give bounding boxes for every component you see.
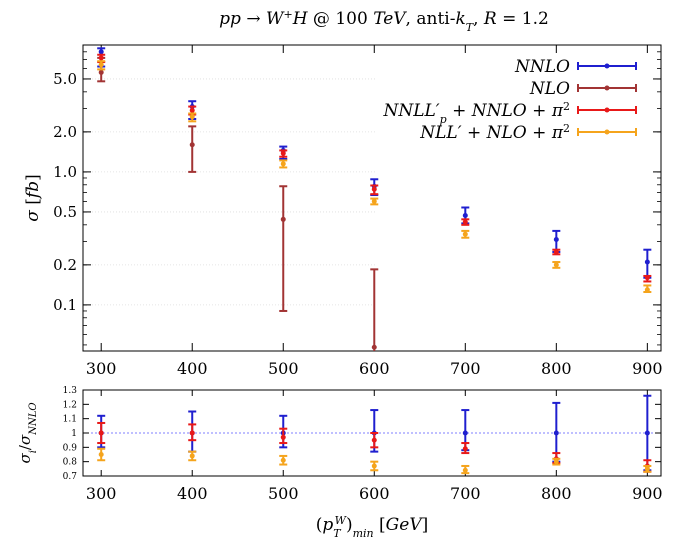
main-point-NNLLp-1 <box>189 107 195 113</box>
main-y-axis-label: σ [fb] <box>23 174 43 221</box>
main-xtick-label-0: 300 <box>86 359 117 378</box>
main-point-NNLLp-0 <box>98 55 104 61</box>
ratio-xtick-label-5: 800 <box>541 484 572 503</box>
main-ytick-label-2: 0.5 <box>53 203 77 221</box>
legend-point-NLO <box>604 85 610 91</box>
ratio-point-NNLO-4 <box>462 430 468 436</box>
legend-point-NNLO <box>604 63 610 69</box>
legend-label-NLO: NLO <box>529 79 570 99</box>
legend-label-NLLp: NLL′ + NLO + π2 <box>419 122 570 144</box>
ratio-point-NLLp-3 <box>371 463 377 469</box>
ratio-ytick-label-6: 1.3 <box>63 386 78 396</box>
ratio-point-NLLp-6 <box>644 466 650 472</box>
main-xtick-label-6: 900 <box>632 359 663 378</box>
main-point-NNLO-6 <box>644 259 650 265</box>
ratio-xtick-label-1: 400 <box>177 484 208 503</box>
main-point-NNLLp-2 <box>280 150 286 156</box>
x-axis-label: (pTW)min [GeV] <box>316 514 428 540</box>
ratio-xtick-label-2: 500 <box>268 484 299 503</box>
main-point-NNLLp-5 <box>553 249 559 255</box>
ratio-point-NNLO-6 <box>644 430 650 436</box>
main-point-NNLO-0 <box>98 49 104 55</box>
main-point-NLO-3 <box>371 344 377 350</box>
ratio-point-NNLLp-0 <box>98 430 104 436</box>
ratio-xtick-label-0: 300 <box>86 484 117 503</box>
main-point-NLLp-1 <box>189 114 195 120</box>
ratio-data-marks <box>97 394 652 475</box>
ratio-ytick-label-5: 1.2 <box>63 400 77 410</box>
main-xtick-label-5: 800 <box>541 359 572 378</box>
ratio-point-NLLp-0 <box>98 452 104 457</box>
ratio-point-NNLLp-4 <box>462 446 468 452</box>
main-y-ticks: 0.1 0.2 0.5 1.0 2.0 5.0 <box>53 44 661 346</box>
ratio-ytick-label-1: 0.8 <box>63 458 78 468</box>
chart-title: pp → W+H @ 100 TeV, anti-kT, R = 1.2 <box>219 8 549 34</box>
ratio-point-NLLp-5 <box>553 459 559 465</box>
main-ytick-label-5: 5.0 <box>53 70 77 88</box>
main-ytick-label-4: 2.0 <box>53 123 77 141</box>
main-point-NNLO-4 <box>462 213 468 219</box>
main-point-NLLp-0 <box>98 62 104 68</box>
ratio-xtick-label-3: 600 <box>359 484 390 503</box>
legend-label-NNLLp: NNLL′p + NNLO + π2 <box>382 100 570 126</box>
main-xtick-label-4: 700 <box>450 359 481 378</box>
main-point-NLLp-3 <box>371 198 377 204</box>
main-plot-frame <box>82 44 662 352</box>
main-ytick-label-3: 1.0 <box>53 163 77 181</box>
main-x-ticks: 300 400 500 600 700 800 900 <box>86 45 663 378</box>
ratio-y-axis-label: σi/σNNLO <box>16 402 39 463</box>
ratio-ytick-label-3: 1 <box>71 429 77 439</box>
legend-point-NNLLp <box>604 107 610 113</box>
main-xtick-label-1: 400 <box>177 359 208 378</box>
ratio-ytick-label-2: 0.9 <box>63 443 78 453</box>
main-point-NNLO-5 <box>553 237 559 243</box>
ratio-y-ticks: 0.7 0.8 0.9 1 1.1 1.2 1.3 <box>63 386 661 482</box>
main-xtick-label-3: 600 <box>359 359 390 378</box>
main-point-NNLLp-3 <box>371 186 377 192</box>
legend-point-NLLp <box>604 129 610 135</box>
main-grid <box>83 78 375 306</box>
ratio-point-NNLLp-1 <box>189 430 195 436</box>
main-point-NLO-1 <box>189 142 195 148</box>
main-data-marks <box>97 47 652 351</box>
ratio-xtick-label-4: 700 <box>450 484 481 503</box>
main-point-NLLp-4 <box>462 231 468 237</box>
ratio-xtick-label-6: 900 <box>632 484 663 503</box>
main-point-NLO-2 <box>280 216 286 222</box>
ratio-ytick-label-4: 1.1 <box>63 415 77 425</box>
main-point-NNLLp-6 <box>644 275 650 281</box>
ratio-point-NNLO-5 <box>553 430 559 436</box>
main-ytick-label-1: 0.2 <box>53 256 77 274</box>
main-point-NNLLp-4 <box>462 219 468 225</box>
ratio-point-NNLLp-2 <box>280 434 286 440</box>
main-ytick-label-0: 0.1 <box>53 296 77 314</box>
ratio-point-NLLp-4 <box>462 467 468 473</box>
ratio-point-NLLp-1 <box>189 453 195 459</box>
ratio-point-NNLLp-3 <box>371 437 377 443</box>
main-point-NLLp-6 <box>644 287 650 293</box>
main-point-NLLp-5 <box>553 262 559 268</box>
ratio-ytick-label-0: 0.7 <box>63 472 78 482</box>
main-point-NLO-0 <box>98 69 104 75</box>
main-point-NLLp-2 <box>280 161 286 167</box>
ratio-point-NLLp-2 <box>280 457 286 463</box>
main-xtick-label-2: 500 <box>268 359 299 378</box>
ratio-x-ticks: 300 400 500 600 700 800 900 <box>86 390 663 503</box>
legend-label-NNLO: NNLO <box>514 57 570 77</box>
